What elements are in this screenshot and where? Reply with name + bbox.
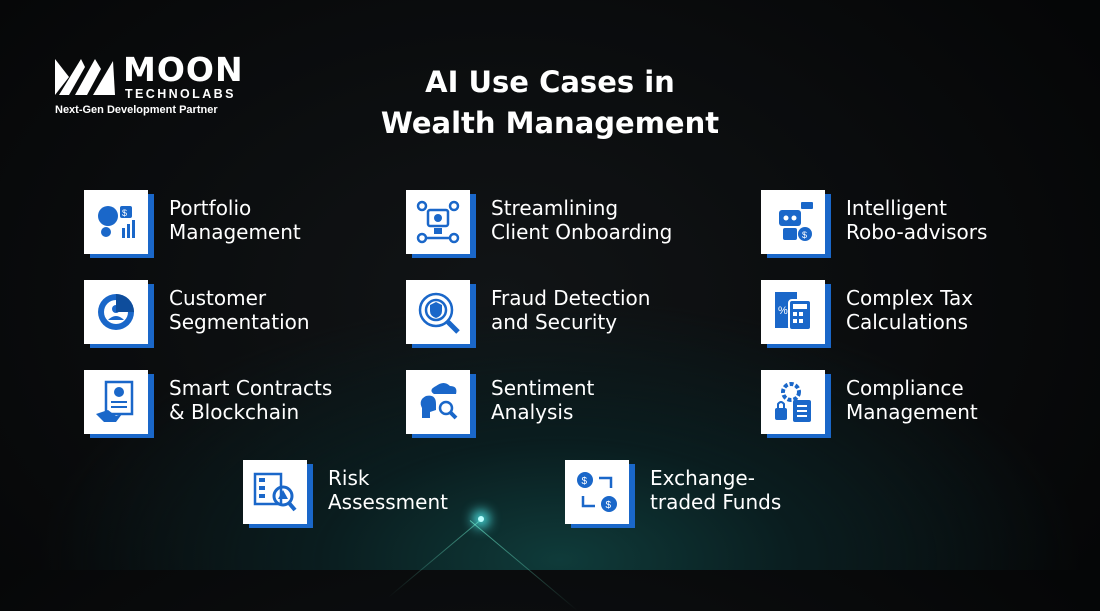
background-glow	[478, 516, 484, 522]
brand-sub: TECHNOLABS	[125, 87, 236, 101]
title-line-1: AI Use Cases in	[425, 65, 675, 99]
svg-text:%: %	[778, 305, 788, 317]
moon-logo-icon	[55, 59, 115, 95]
onboarding-icon	[406, 190, 470, 254]
card-label: Exchange-traded Funds	[650, 466, 782, 514]
risk-icon	[243, 460, 307, 524]
svg-text:$: $	[122, 208, 127, 218]
compliance-icon	[761, 370, 825, 434]
background-streak	[387, 520, 481, 599]
brand-tagline: Next-Gen Development Partner	[55, 104, 218, 116]
card-label: Smart Contracts& Blockchain	[169, 376, 333, 424]
exchange-icon: $$	[565, 460, 629, 524]
title-line-2: Wealth Management	[380, 106, 720, 140]
contract-icon	[84, 370, 148, 434]
security-icon	[406, 280, 470, 344]
page-title: AI Use Cases in Wealth Management	[300, 62, 800, 144]
brand-logo: MOON TECHNOLABS Next-Gen Development Par…	[55, 50, 265, 122]
calculator-icon: %	[761, 280, 825, 344]
svg-text:$: $	[582, 476, 588, 487]
brand-name: MOON	[123, 50, 244, 89]
background-streak	[469, 520, 578, 611]
portfolio-icon: $	[84, 190, 148, 254]
svg-text:$: $	[606, 500, 612, 511]
robot-icon: $	[761, 190, 825, 254]
sentiment-icon	[406, 370, 470, 434]
svg-text:$: $	[802, 230, 807, 240]
segmentation-icon	[84, 280, 148, 344]
